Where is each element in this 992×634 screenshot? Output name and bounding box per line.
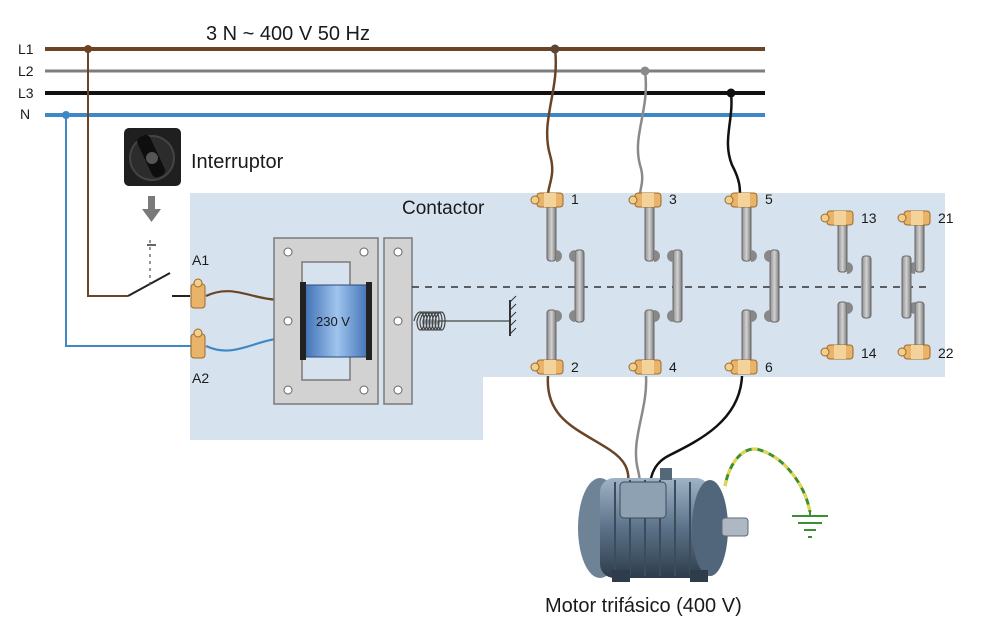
label-l3: L3 — [18, 85, 34, 101]
main-pole-1 — [546, 204, 585, 367]
main-pole-3 — [741, 204, 780, 367]
spring-anchor — [509, 295, 517, 336]
contactor-label: Contactor — [402, 198, 485, 219]
motor-lead-1 — [546, 375, 630, 486]
supply-lines — [45, 47, 765, 117]
ground-icon — [792, 510, 828, 538]
return-spring — [413, 311, 510, 331]
motor-label: Motor trifásico (400 V) — [545, 595, 742, 617]
label-terminal-22: 22 — [938, 345, 954, 361]
drop-l3 — [726, 92, 742, 196]
motor-lead-2 — [634, 375, 648, 489]
label-terminal-21: 21 — [938, 210, 954, 226]
label-a2: A2 — [192, 370, 209, 386]
label-terminal-2: 2 — [571, 359, 579, 375]
rotary-switch-icon — [124, 128, 181, 186]
label-terminal-3: 3 — [669, 191, 677, 207]
label-terminal-5: 5 — [765, 191, 773, 207]
label-terminal-13: 13 — [861, 210, 877, 226]
armature — [383, 237, 413, 405]
label-n: N — [20, 106, 30, 122]
switch-contact-blade — [127, 272, 171, 297]
earth-wire — [723, 447, 812, 513]
motor-lead-3 — [648, 375, 744, 489]
arrow-down-icon — [142, 196, 161, 222]
label-terminal-14: 14 — [861, 345, 877, 361]
aux-contact-no — [837, 221, 872, 353]
drop-l1 — [545, 48, 558, 196]
label-l2: L2 — [18, 63, 34, 79]
coil — [300, 282, 372, 360]
switch-label: Interruptor — [191, 151, 284, 173]
main-pole-2 — [644, 204, 683, 367]
coil-voltage: 230 V — [316, 314, 350, 329]
label-terminal-1: 1 — [571, 191, 579, 207]
drop-l2 — [636, 70, 648, 196]
supply-label: 3 N ~ 400 V 50 Hz — [206, 23, 370, 45]
label-terminal-4: 4 — [669, 359, 677, 375]
label-a1: A1 — [192, 252, 209, 268]
magnet-core — [273, 237, 379, 405]
control-wire-n — [65, 115, 192, 347]
control-wire-l1 — [87, 49, 128, 297]
supply-line-labels: L1 L2 L3 N — [18, 41, 34, 122]
label-l1: L1 — [18, 41, 34, 57]
motor-icon — [578, 468, 749, 582]
label-terminal-6: 6 — [765, 359, 773, 375]
